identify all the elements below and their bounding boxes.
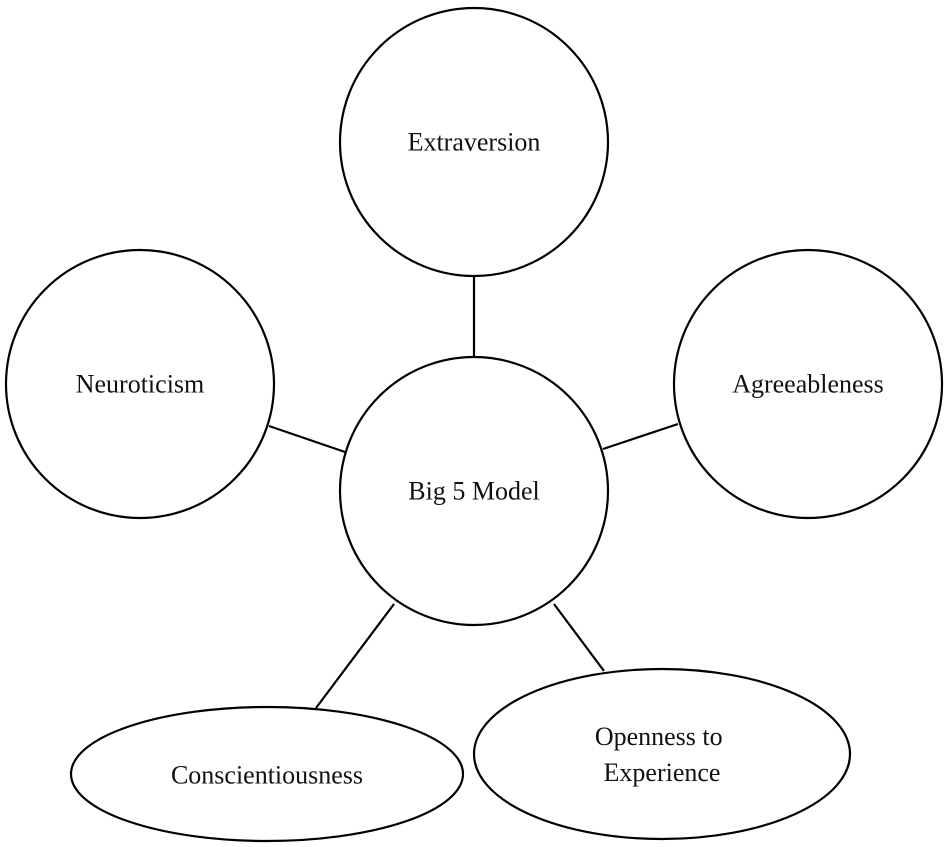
- node-conscientiousness: Conscientiousness: [69, 705, 465, 843]
- node-neuroticism: Neuroticism: [4, 248, 276, 520]
- connector-conscientiousness: [315, 603, 395, 709]
- node-agreeableness: Agreeableness: [672, 248, 944, 520]
- node-openness-label-line1: Openness to: [595, 722, 723, 751]
- node-center-label: Big 5 Model: [408, 477, 539, 506]
- node-agreeableness-label: Agreeableness: [732, 370, 884, 399]
- node-openness: Openness to Experience: [472, 667, 852, 841]
- node-extraversion: Extraversion: [338, 6, 610, 278]
- node-openness-label: Openness to Experience: [595, 722, 729, 787]
- connector-agreeableness: [602, 422, 679, 451]
- connector-neuroticism: [268, 424, 346, 454]
- node-openness-label-line2: Experience: [604, 758, 721, 787]
- connector-openness: [553, 603, 605, 672]
- node-center: Big 5 Model: [338, 355, 610, 627]
- node-extraversion-label: Extraversion: [408, 128, 541, 157]
- node-neuroticism-label: Neuroticism: [76, 370, 205, 399]
- node-conscientiousness-label: Conscientiousness: [171, 761, 363, 790]
